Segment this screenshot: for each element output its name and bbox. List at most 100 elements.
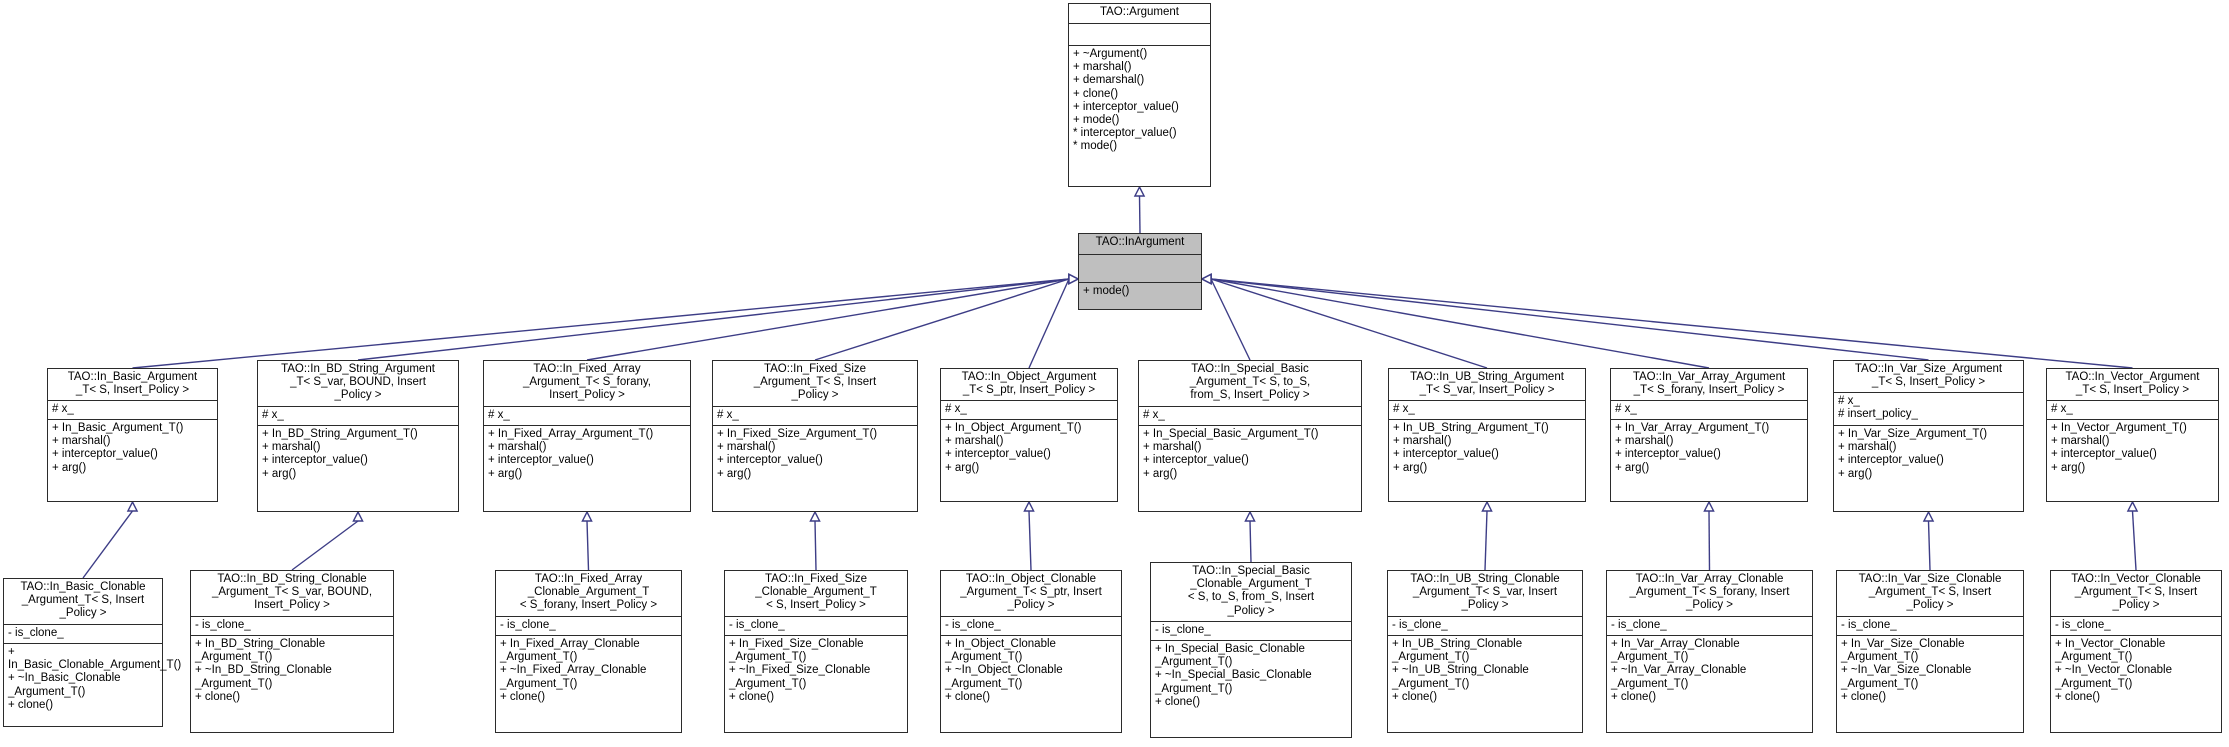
generalization-line	[586, 278, 1070, 361]
class-operations-in_vector: + In_Vector_Argument_T()+ marshal()+ int…	[2047, 420, 2218, 501]
class-node-in_var_size_clonable[interactable]: TAO::In_Var_Size_Clonable_Argument_T< S,…	[1836, 570, 2024, 733]
class-name-in_ub_string: TAO::In_UB_String_Argument_T< S_var, Ins…	[1389, 369, 1585, 401]
class-name-line: _Argument_T< S, to_S,	[1189, 376, 1311, 389]
class-name-line: _Argument_T< S_forany,	[523, 376, 651, 389]
class-name-line: < S, Insert_Policy >	[766, 599, 866, 612]
class-operation: + marshal()	[488, 441, 547, 454]
class-node-in_bd_string_clonable[interactable]: TAO::In_BD_String_Clonable_Argument_T< S…	[190, 570, 394, 733]
class-node-in_basic_clonable[interactable]: TAO::In_Basic_Clonable_Argument_T< S, In…	[3, 578, 181, 727]
class-name-line: _Argument_T< S, Insert	[753, 376, 877, 389]
class-operation: + interceptor_value()	[262, 454, 368, 467]
class-node-in_var_array[interactable]: TAO::In_Var_Array_Argument_T< S_forany, …	[1610, 368, 1808, 502]
class-operation: + arg()	[717, 467, 752, 480]
class-name-in_special_basic: TAO::In_Special_Basic_Argument_T< S, to_…	[1139, 361, 1361, 407]
class-node-in_bd_string[interactable]: TAO::In_BD_String_Argument_T< S_var, BOU…	[257, 360, 459, 512]
class-name-line: TAO::In_Var_Size_Clonable	[1858, 573, 2002, 585]
class-operation: _Argument_T()	[2055, 677, 2133, 690]
generalization-arrowhead	[581, 510, 593, 522]
class-operation: + In_Basic_Argument_T()	[52, 422, 184, 434]
class-operation: _Argument_T()	[1392, 677, 1470, 690]
class-name-line: _Clonable_Argument_T	[755, 586, 877, 599]
class-name-line: TAO::Argument	[1099, 6, 1180, 18]
generalization-line	[814, 520, 817, 571]
generalization-arrowhead	[1703, 500, 1715, 512]
class-operation: + arg()	[1615, 461, 1650, 474]
class-operation: + In_Var_Array_Argument_T()	[1615, 422, 1770, 434]
class-name-line: _Argument_T< S_var, Insert	[1412, 586, 1558, 599]
class-node-in_fixed_size_clonable[interactable]: TAO::In_Fixed_Size_Clonable_Argument_T< …	[724, 570, 908, 733]
class-operation: + marshal()	[52, 435, 111, 448]
class-operation: _Argument_T()	[1392, 651, 1470, 664]
class-operation: + arg()	[1143, 467, 1178, 480]
class-attribute: # x_	[262, 409, 284, 421]
generalization-arrowhead	[1068, 273, 1080, 285]
generalization-line	[1484, 510, 1488, 571]
class-operation: + marshal()	[2051, 435, 2110, 448]
class-operation: + ~In_Var_Size_Clonable	[1841, 664, 1972, 677]
class-name-in_ub_string_clonable: TAO::In_UB_String_Clonable_Argument_T< S…	[1388, 571, 1582, 617]
class-operation: + interceptor_value()	[945, 448, 1051, 461]
generalization-line	[586, 520, 590, 571]
class-node-inargument[interactable]: TAO::InArgument+ mode()	[1078, 233, 1202, 310]
generalization-line	[291, 520, 359, 571]
class-operations-in_fixed_size: + In_Fixed_Size_Argument_T()+ marshal()+…	[713, 426, 917, 511]
class-operation: + In_Var_Size_Argument_T()	[1838, 428, 1988, 440]
class-operation: + mode()	[1073, 114, 1120, 127]
class-name-line: TAO::In_Object_Clonable	[965, 573, 1097, 585]
class-node-in_ub_string_clonable[interactable]: TAO::In_UB_String_Clonable_Argument_T< S…	[1387, 570, 1583, 733]
class-operation: _Argument_T()	[1841, 677, 1919, 690]
class-operations-inargument: + mode()	[1079, 283, 1201, 309]
class-operations-in_special_basic_clonable: + In_Special_Basic_Clonable_Argument_T()…	[1151, 641, 1351, 737]
class-node-in_object[interactable]: TAO::In_Object_Argument_T< S_ptr, Insert…	[940, 368, 1118, 502]
class-node-in_object_clonable[interactable]: TAO::In_Object_Clonable_Argument_T< S_pt…	[940, 570, 1122, 733]
class-name-in_object_clonable: TAO::In_Object_Clonable_Argument_T< S_pt…	[941, 571, 1121, 617]
class-name-line: TAO::In_Special_Basic	[1191, 363, 1309, 375]
class-name-line: _T< S, Insert_Policy >	[1871, 376, 1986, 389]
class-node-in_vector_clonable[interactable]: TAO::In_Vector_Clonable_Argument_T< S, I…	[2050, 570, 2222, 733]
class-attributes-in_var_array_clonable: - is_clone_	[1607, 617, 1812, 636]
class-name-line: _T< S, Insert_Policy >	[75, 384, 190, 397]
class-operation: _Argument_T()	[945, 651, 1023, 664]
class-operation: _Argument_T()	[1841, 651, 1919, 664]
class-node-in_fixed_array[interactable]: TAO::In_Fixed_Array_Argument_T< S_forany…	[483, 360, 691, 512]
class-operation: + marshal()	[1615, 435, 1674, 448]
class-name-line: _Policy >	[791, 389, 839, 402]
class-node-in_special_basic_clonable[interactable]: TAO::In_Special_Basic_Clonable_Argument_…	[1150, 562, 1352, 738]
class-operation: + In_Object_Argument_T()	[945, 422, 1082, 434]
class-attribute: # x_	[717, 409, 739, 421]
class-node-in_vector[interactable]: TAO::In_Vector_Argument_T< S, Insert_Pol…	[2046, 368, 2219, 502]
class-operations-in_bd_string: + In_BD_String_Argument_T()+ marshal()+ …	[258, 426, 458, 511]
class-operation: + ~Argument()	[1073, 48, 1148, 60]
generalization-line	[82, 510, 134, 579]
class-name-line: Insert_Policy >	[254, 599, 330, 612]
class-name-in_var_array: TAO::In_Var_Array_Argument_T< S_forany, …	[1611, 369, 1807, 401]
class-name-line: _T< S_forany, Insert_Policy >	[1633, 384, 1785, 397]
class-attributes-inargument	[1079, 255, 1201, 283]
class-name-in_var_array_clonable: TAO::In_Var_Array_Clonable_Argument_T< S…	[1607, 571, 1812, 617]
class-operations-in_fixed_array_clonable: + In_Fixed_Array_Clonable_Argument_T()+ …	[496, 636, 681, 732]
class-operation: + marshal()	[1393, 435, 1452, 448]
class-attributes-in_special_basic: # x_	[1139, 407, 1361, 426]
class-name-line: TAO::In_Var_Array_Argument	[1632, 371, 1786, 383]
class-name-in_fixed_size_clonable: TAO::In_Fixed_Size_Clonable_Argument_T< …	[725, 571, 907, 617]
generalization-arrowhead	[1200, 273, 1212, 285]
class-operations-in_vector_clonable: + In_Vector_Clonable_Argument_T()+ ~In_V…	[2051, 636, 2221, 732]
class-operation: + clone()	[1841, 690, 1887, 703]
class-operation: + marshal()	[717, 441, 776, 454]
class-node-in_special_basic[interactable]: TAO::In_Special_Basic_Argument_T< S, to_…	[1138, 360, 1362, 512]
class-operation: + clone()	[1392, 690, 1438, 703]
class-operation: + demarshal()	[1073, 74, 1145, 87]
class-attribute: # x_	[1393, 403, 1415, 415]
class-name-in_bd_string_clonable: TAO::In_BD_String_Clonable_Argument_T< S…	[191, 571, 393, 617]
class-name-in_vector: TAO::In_Vector_Argument_T< S, Insert_Pol…	[2047, 369, 2218, 401]
class-node-in_fixed_size[interactable]: TAO::In_Fixed_Size_Argument_T< S, Insert…	[712, 360, 918, 512]
class-node-in_basic[interactable]: TAO::In_Basic_Argument_T< S, Insert_Poli…	[47, 368, 218, 502]
class-node-in_var_size[interactable]: TAO::In_Var_Size_Argument_T< S, Insert_P…	[1833, 360, 2024, 512]
class-node-in_ub_string[interactable]: TAO::In_UB_String_Argument_T< S_var, Ins…	[1388, 368, 1586, 502]
class-node-in_fixed_array_clonable[interactable]: TAO::In_Fixed_Array_Clonable_Argument_T<…	[495, 570, 682, 733]
class-node-argument[interactable]: TAO::Argument+ ~Argument()+ marshal()+ d…	[1068, 3, 1211, 187]
class-operation: _Argument_T()	[500, 651, 578, 664]
class-operations-in_var_size: + In_Var_Size_Argument_T()+ marshal()+ i…	[1834, 426, 2023, 511]
class-node-in_var_array_clonable[interactable]: TAO::In_Var_Array_Clonable_Argument_T< S…	[1606, 570, 1813, 733]
class-attributes-in_fixed_array_clonable: - is_clone_	[496, 617, 681, 636]
